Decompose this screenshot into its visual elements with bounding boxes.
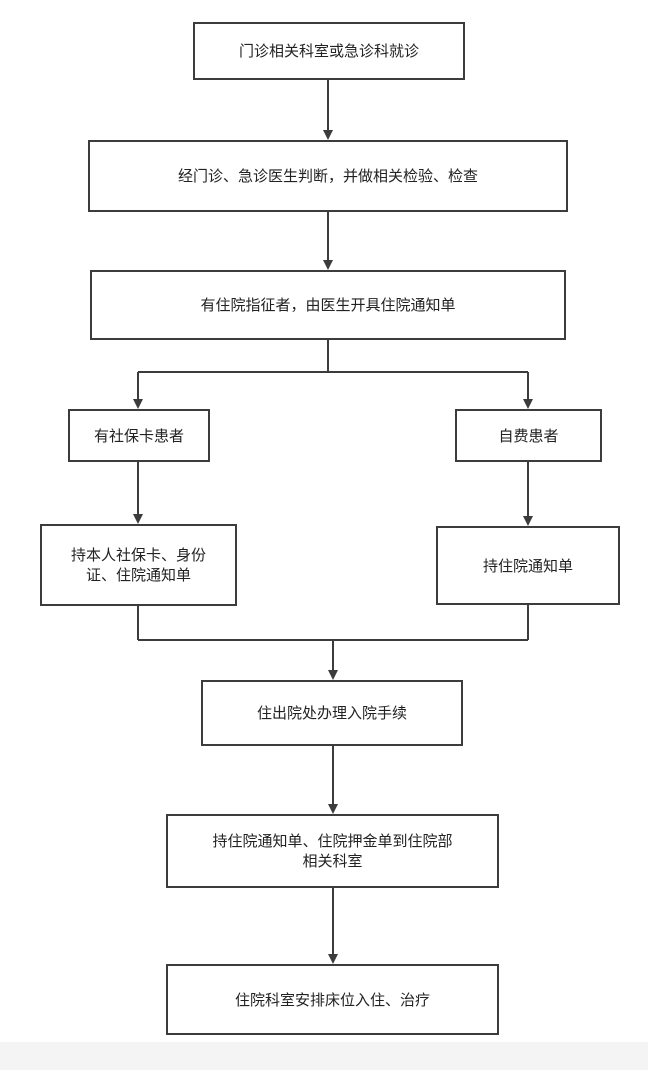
node-doctor-judgment-text: 经门诊、急诊医生判断，并做相关检验、检查 xyxy=(177,167,478,185)
node-self-pay-patient: 自费患者 xyxy=(455,409,602,462)
node-go-to-ward-line2: 相关科室 xyxy=(302,852,363,870)
node-bring-notice-text: 持住院通知单 xyxy=(482,556,573,575)
node-bed-assignment: 住院科室安排床位入住、治疗 xyxy=(166,964,499,1035)
node-bed-assignment-text: 住院科室安排床位入住、治疗 xyxy=(234,990,430,1009)
node-social-insurance-patient-text: 有社保卡患者 xyxy=(93,426,184,445)
node-bring-documents: 持本人社保卡、身份 证、住院通知单 xyxy=(40,524,237,606)
node-social-insurance-patient: 有社保卡患者 xyxy=(68,409,210,462)
node-admission-office: 住出院处办理入院手续 xyxy=(201,680,463,746)
node-issue-notice: 有住院指征者，由医生开具住院通知单 xyxy=(90,270,566,340)
node-bring-documents-line2: 证、住院通知单 xyxy=(85,566,191,584)
node-go-to-ward: 持住院通知单、住院押金单到住院部 相关科室 xyxy=(166,814,499,888)
node-bring-documents-line1: 持本人社保卡、身份 xyxy=(70,546,206,564)
node-doctor-judgment: 经门诊、急诊医生判断，并做相关检验、检查 xyxy=(88,140,568,212)
node-go-to-ward-line1: 持住院通知单、住院押金单到住院部 xyxy=(212,832,453,850)
node-bring-notice: 持住院通知单 xyxy=(436,526,620,605)
node-admission-office-text: 住出院处办理入院手续 xyxy=(256,704,407,722)
node-clinic-visit-text: 门诊相关科室或急诊科就诊 xyxy=(238,42,419,60)
node-issue-notice-text: 有住院指征者，由医生开具住院通知单 xyxy=(200,296,456,314)
node-clinic-visit: 门诊相关科室或急诊科就诊 xyxy=(193,22,465,80)
bottom-band xyxy=(0,1042,648,1070)
node-self-pay-patient-text: 自费患者 xyxy=(498,426,559,445)
